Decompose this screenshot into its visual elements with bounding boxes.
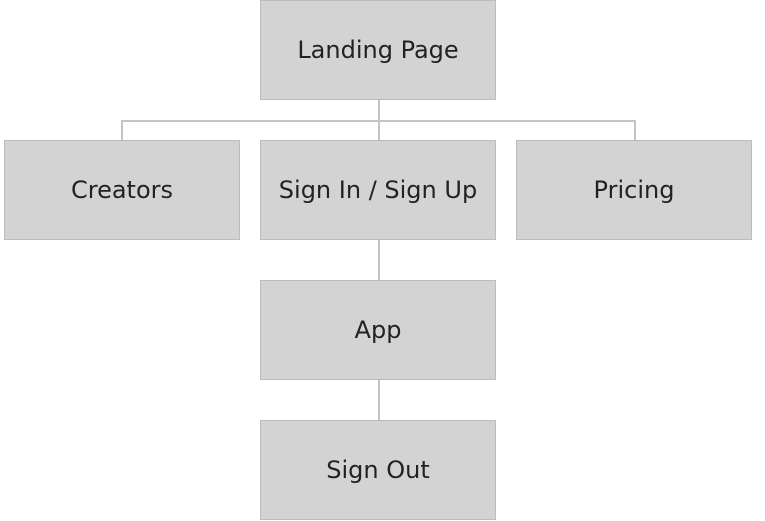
node-label: Sign Out — [326, 456, 430, 484]
node-landing-page[interactable]: Landing Page — [260, 0, 496, 100]
node-label: App — [354, 316, 402, 344]
node-label: Creators — [70, 176, 174, 204]
node-sign-out[interactable]: Sign Out — [260, 420, 496, 520]
node-sign-in-sign-up[interactable]: Sign In / Sign Up — [260, 140, 496, 240]
node-label: Landing Page — [297, 36, 459, 64]
node-app[interactable]: App — [260, 280, 496, 380]
node-label: Pricing — [593, 176, 675, 204]
node-creators[interactable]: Creators — [4, 140, 240, 240]
node-label: Sign In / Sign Up — [278, 176, 478, 204]
node-pricing[interactable]: Pricing — [516, 140, 752, 240]
